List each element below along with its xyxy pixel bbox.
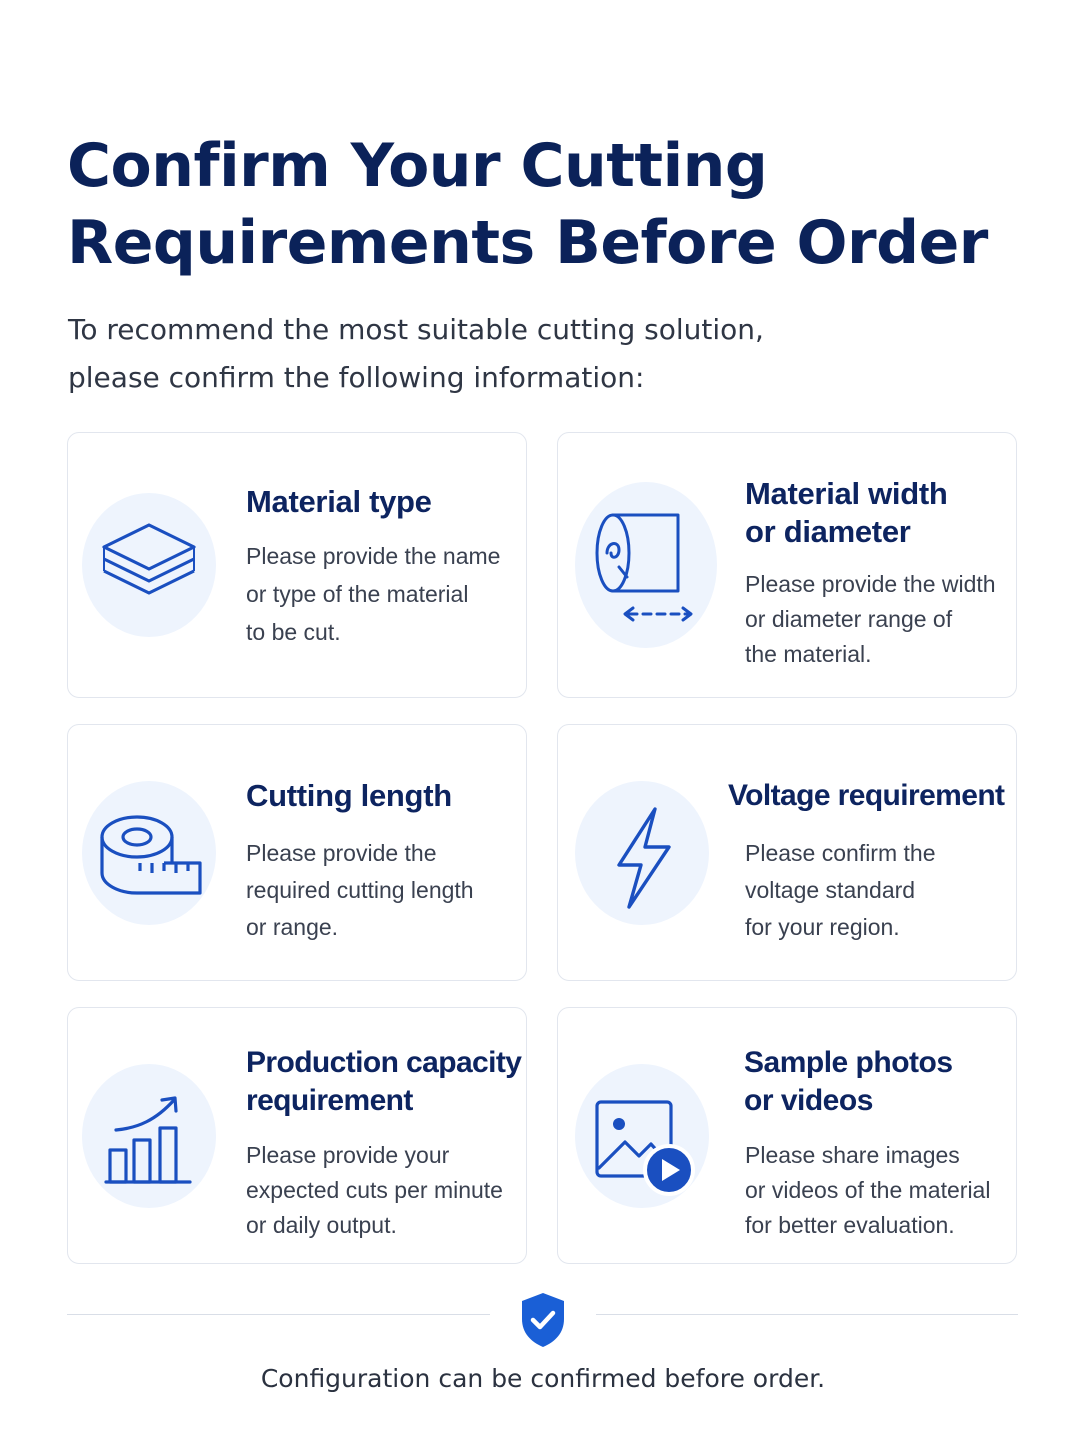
card-title: Sample photos or videos bbox=[744, 1046, 953, 1117]
shield-check-icon bbox=[522, 1293, 564, 1347]
card-material-width: Material width or diameter Please provid… bbox=[557, 432, 1017, 698]
card-production-capacity: Production capacity requirement Please p… bbox=[67, 1007, 527, 1264]
photo-video-icon bbox=[575, 1063, 709, 1208]
card-description: Please provide your expected cuts per mi… bbox=[246, 1142, 503, 1238]
card-title: Cutting length bbox=[246, 778, 452, 813]
card-title: Production capacity requirement bbox=[246, 1046, 522, 1117]
footer-note: Configuration can be confirmed before or… bbox=[260, 1364, 826, 1393]
card-description: Please provide the width or diameter ran… bbox=[745, 571, 996, 667]
intro-text: To recommend the most suitable cutting s… bbox=[68, 306, 968, 402]
card-description: Please share images or videos of the mat… bbox=[745, 1142, 991, 1238]
card-material-type: Material type Please provide the name or… bbox=[67, 432, 527, 698]
layers-icon bbox=[82, 493, 216, 637]
card-description: Please confirm the voltage standard for … bbox=[745, 840, 936, 940]
footer-divider-left bbox=[67, 1314, 490, 1315]
footer-divider-right bbox=[596, 1314, 1018, 1315]
intro-line-2: please confirm the following information… bbox=[68, 361, 645, 394]
card-sample-photos: Sample photos or videos Please share ima… bbox=[557, 1007, 1017, 1264]
card-title: Voltage requirement bbox=[728, 779, 1005, 812]
measuring-tape-icon bbox=[82, 780, 216, 925]
material-roll-width-icon bbox=[575, 482, 717, 648]
page-title-line-2: Requirements Before Order bbox=[67, 208, 988, 278]
card-description: Please provide the name or type of the m… bbox=[246, 543, 501, 645]
bar-chart-growth-icon bbox=[82, 1063, 216, 1208]
lightning-bolt-icon bbox=[575, 780, 709, 925]
card-description: Please provide the required cutting leng… bbox=[246, 840, 474, 940]
page-title: Confirm Your Cutting Requirements Before… bbox=[67, 128, 1027, 282]
card-title: Material width or diameter bbox=[745, 476, 948, 549]
card-title: Material type bbox=[246, 484, 432, 519]
card-cutting-length: Cutting length Please provide the requir… bbox=[67, 724, 527, 981]
intro-line-1: To recommend the most suitable cutting s… bbox=[68, 313, 764, 346]
page-title-line-1: Confirm Your Cutting bbox=[67, 131, 768, 201]
card-voltage-requirement: Voltage requirement Please confirm the v… bbox=[557, 724, 1017, 981]
